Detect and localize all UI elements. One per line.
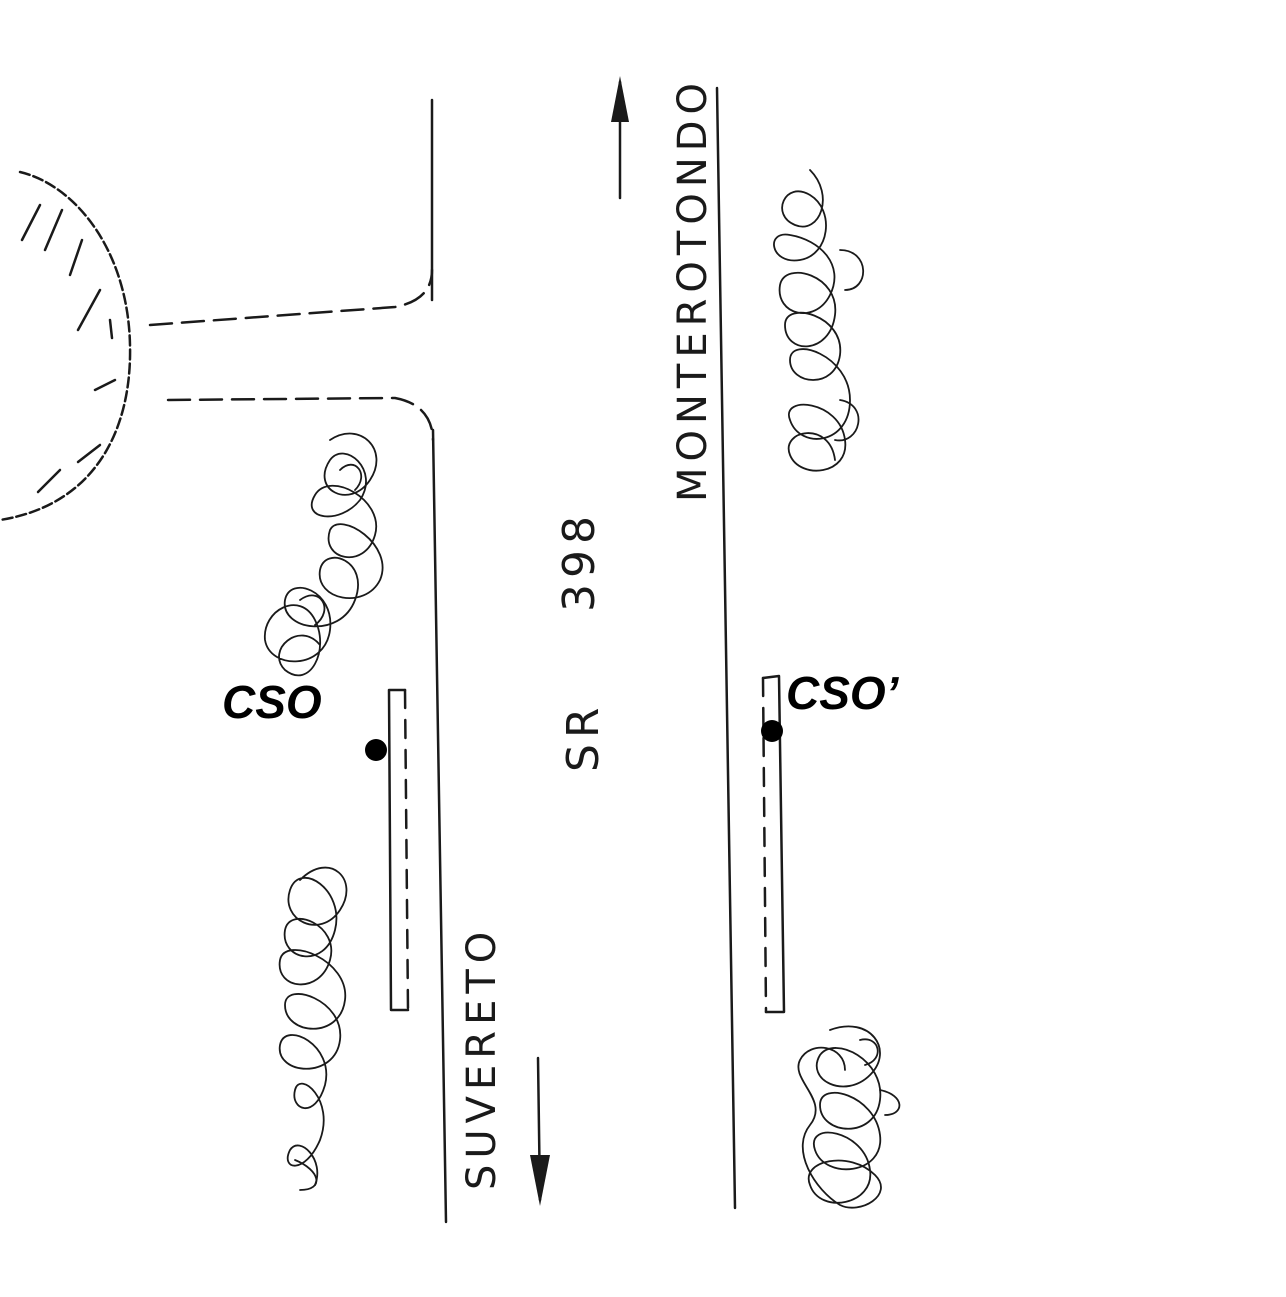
road-edge-left-south [431, 428, 448, 1224]
shrub-scribble-icon [797, 1025, 901, 1209]
main-road [430, 86, 737, 1224]
bus-stop-bay-right [761, 674, 786, 1014]
bus-stop-label-left: CSO [222, 676, 322, 728]
direction-label-south: SUVERETO [459, 926, 505, 1190]
shrub-scribble-icon [773, 169, 865, 472]
side-road [148, 268, 435, 442]
bus-stop-label-right: CSO’ [786, 667, 900, 719]
direction-label-north: MONTEROTONDO [670, 77, 716, 502]
filled-dot-icon [761, 720, 783, 742]
roundabout-icon [0, 170, 132, 522]
shrub-scribble-icon [278, 866, 348, 1191]
shrub-scribble-icon [264, 432, 384, 677]
bus-stop-bay-left [387, 688, 410, 1012]
road-number-label: 398 [554, 510, 605, 612]
arrow-down-icon [530, 1056, 550, 1206]
road-prefix-label: SR [558, 701, 609, 772]
road-edge-right [715, 86, 737, 1210]
filled-dot-icon [365, 739, 387, 761]
arrow-up-icon [611, 76, 629, 200]
